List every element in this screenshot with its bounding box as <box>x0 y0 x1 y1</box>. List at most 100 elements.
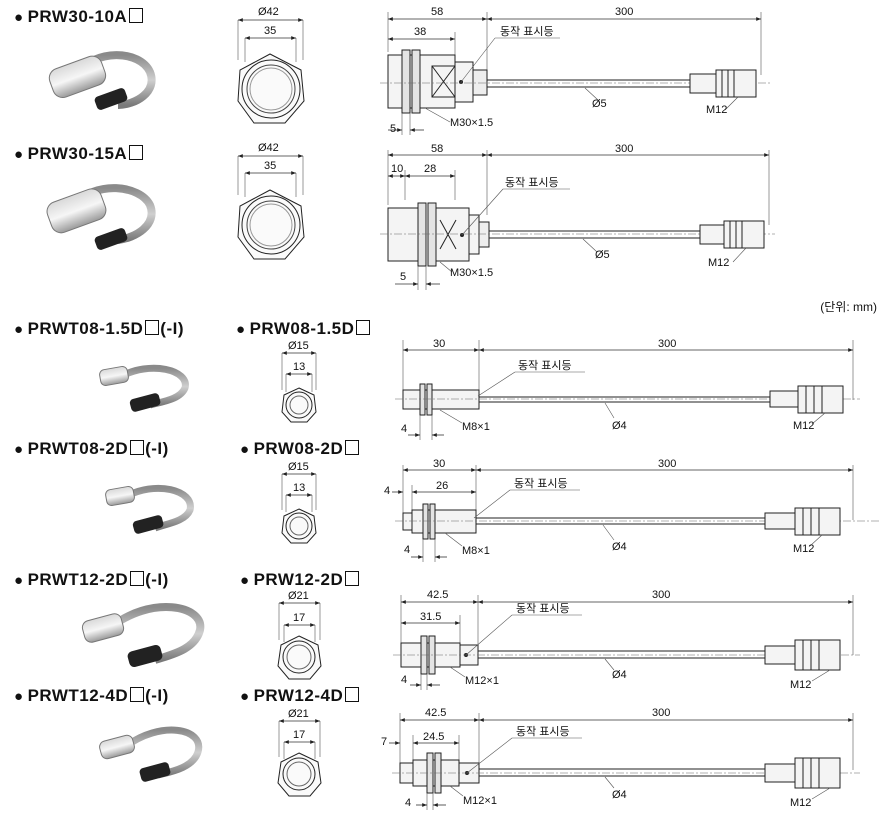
bullet-icon: ● <box>14 321 24 338</box>
cable-diam-label: Ø4 <box>612 789 627 801</box>
sensor-photo-5 <box>81 603 205 668</box>
indicator-label: 동작 표시등 <box>516 602 570 615</box>
diam-outer-label: Ø21 <box>288 708 309 720</box>
option-box-icon <box>130 571 145 586</box>
length-body-label: 38 <box>414 26 426 38</box>
indicator-label: 동작 표시등 <box>518 359 572 372</box>
option-box-icon <box>356 320 371 335</box>
bullet-icon: ● <box>236 321 246 338</box>
model-title-3b: ●PRW08-1.5D <box>236 319 371 339</box>
option-box-icon <box>345 440 360 455</box>
connector-label: M12 <box>793 420 814 432</box>
side-view-5: 42.5 31.5 300 동작 표시등 4 M12×1 Ø4 M12 <box>393 589 860 691</box>
side-view-3: 30 300 동작 표시등 4 M8×1 Ø4 M12 <box>395 338 860 440</box>
model-suffix: (-I) <box>145 439 169 458</box>
diam-inner-label: 17 <box>293 612 305 624</box>
sensor-photo-6 <box>99 726 203 782</box>
length-total-label: 30 <box>433 458 445 470</box>
side-view-4: 30 26 4 300 동작 표시등 4 M8×1 Ø4 M12 <box>384 458 880 562</box>
offset-label: 4 <box>384 485 390 497</box>
option-box-icon <box>345 687 360 702</box>
model-name: PRW30-10A <box>27 7 128 26</box>
cable-length-label: 300 <box>652 589 670 601</box>
bullet-icon: ● <box>14 9 24 26</box>
model-title-6: ●PRWT12-4D (-I) <box>14 686 169 706</box>
length-body-label: 31.5 <box>420 611 441 623</box>
length-sub-label: 10 <box>391 163 403 175</box>
model-name: PRWT08-2D <box>27 439 129 458</box>
front-view-2: Ø42 35 <box>237 142 305 260</box>
model-name: PRWT08-1.5D <box>27 319 144 338</box>
thread-label: M30×1.5 <box>450 267 493 279</box>
sensor-photo-4 <box>105 484 194 534</box>
nut-label: 5 <box>400 271 406 283</box>
length-total-label: 58 <box>431 6 443 18</box>
option-box-icon <box>129 8 144 23</box>
nut-label: 4 <box>401 423 407 435</box>
cable-diam-label: Ø4 <box>612 669 627 681</box>
cable-length-label: 300 <box>615 6 633 18</box>
model-title-4b: ●PRW08-2D <box>240 439 360 459</box>
bullet-icon: ● <box>240 441 250 458</box>
model-name: PRWT12-2D <box>27 570 129 589</box>
bullet-icon: ● <box>14 146 24 163</box>
cable-diam-label: Ø4 <box>612 420 627 432</box>
diam-outer-label: Ø42 <box>258 142 279 154</box>
model-title-5b: ●PRW12-2D <box>240 570 360 590</box>
model-suffix: (-I) <box>160 319 184 338</box>
indicator-label: 동작 표시등 <box>500 25 554 38</box>
thread-label: M30×1.5 <box>450 117 493 129</box>
diam-inner-label: 13 <box>293 361 305 373</box>
model-name: PRWT12-4D <box>27 686 129 705</box>
model-title-4: ●PRWT08-2D(-I) <box>14 439 169 459</box>
cable-diam-label: Ø4 <box>612 541 627 553</box>
model-suffix: (-I) <box>145 570 169 589</box>
thread-label: M8×1 <box>462 421 490 433</box>
sensor-photo-3 <box>99 364 189 412</box>
side-view-2: 58 10 28 300 동작 표시등 5 M30×1.5 Ø5 M12 <box>380 143 775 290</box>
diam-inner-label: 17 <box>293 729 305 741</box>
diam-inner-label: 35 <box>264 25 276 37</box>
cable-length-label: 300 <box>652 707 670 719</box>
thread-label: M8×1 <box>462 545 490 557</box>
option-box-icon <box>145 320 160 335</box>
front-view-4: Ø15 13 <box>281 461 317 544</box>
indicator-label: 동작 표시등 <box>516 725 570 738</box>
front-view-3: Ø15 13 <box>281 340 317 423</box>
diam-outer-label: Ø21 <box>288 590 309 602</box>
length-total-label: 58 <box>431 143 443 155</box>
model-suffix: (-I) <box>145 686 169 705</box>
nut-label: 4 <box>404 544 410 556</box>
bullet-icon: ● <box>14 688 24 705</box>
model-name: PRW30-15A <box>27 144 128 163</box>
diam-outer-label: Ø42 <box>258 6 279 18</box>
bullet-icon: ● <box>14 572 24 589</box>
model-name: PRW08-1.5D <box>249 319 355 338</box>
side-view-6: 42.5 24.5 7 300 동작 표시등 4 M12×1 Ø4 M12 <box>381 707 860 810</box>
indicator-label: 동작 표시등 <box>505 176 559 189</box>
bullet-icon: ● <box>240 572 250 589</box>
indicator-label: 동작 표시등 <box>514 477 568 490</box>
cable-length-label: 300 <box>615 143 633 155</box>
front-view-5: Ø21 17 <box>277 590 322 680</box>
connector-label: M12 <box>708 257 729 269</box>
sensor-photo-1 <box>48 51 156 110</box>
sensor-photo-2 <box>46 184 156 250</box>
option-box-icon <box>130 687 145 702</box>
nut-label: 5 <box>390 123 396 135</box>
option-box-icon <box>345 571 360 586</box>
nut-label: 4 <box>405 797 411 809</box>
cable-length-label: 300 <box>658 338 676 350</box>
length-total-label: 42.5 <box>425 707 446 719</box>
model-title-5: ●PRWT12-2D (-I) <box>14 570 169 590</box>
length-total-label: 42.5 <box>427 589 448 601</box>
diam-outer-label: Ø15 <box>288 340 309 352</box>
length-body-label: 28 <box>424 163 436 175</box>
length-body-label: 24.5 <box>423 731 444 743</box>
thread-label: M12×1 <box>465 675 499 687</box>
nut-label: 4 <box>401 674 407 686</box>
model-title-6b: ●PRW12-4D <box>240 686 360 706</box>
model-title-1: ●PRW30-10A <box>14 7 144 27</box>
diam-inner-label: 13 <box>293 482 305 494</box>
